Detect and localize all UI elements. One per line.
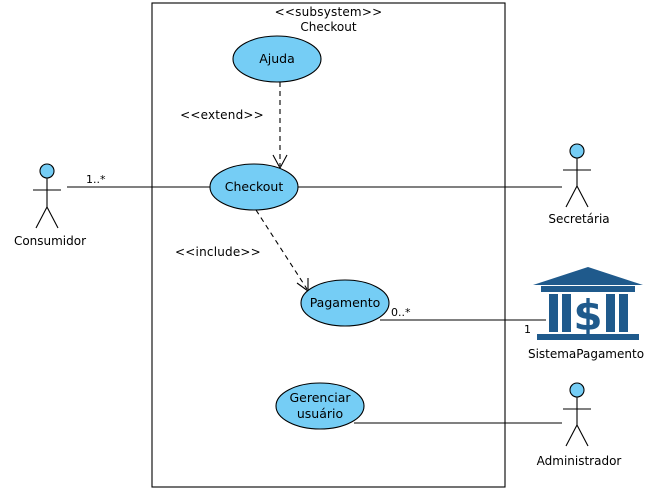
actor-secretaria-label: Secretária: [548, 212, 609, 226]
use-case-checkout[interactable]: Checkout: [209, 163, 299, 211]
use-case-gerenciar-usuario[interactable]: Gerenciar usuário: [275, 382, 365, 430]
use-case-gerenciar-label-line1: Gerenciar: [290, 390, 352, 405]
actor-administrador-label: Administrador: [537, 454, 622, 468]
actor-consumidor-label: Consumidor: [14, 234, 86, 248]
use-case-checkout-label: Checkout: [225, 179, 284, 194]
actor-sistema-pagamento[interactable]: $ SistemaPagamento: [528, 267, 644, 361]
subsystem-stereotype: <<subsystem>>: [275, 5, 383, 19]
include-label: <<include>>: [175, 245, 261, 259]
actor-secretaria[interactable]: Secretária: [548, 143, 610, 226]
use-case-ajuda-label: Ajuda: [259, 51, 295, 66]
multiplicity-consumidor: 1..*: [86, 173, 106, 186]
include-dependency: [255, 209, 308, 290]
actor-administrador[interactable]: Administrador: [537, 382, 622, 468]
actor-sistema-pagamento-label: SistemaPagamento: [528, 347, 644, 361]
extend-label: <<extend>>: [180, 108, 264, 122]
subsystem-name: Checkout: [300, 20, 356, 34]
bank-building-dollar-icon: $: [533, 267, 643, 340]
use-case-gerenciar-label-line2: usuário: [297, 406, 343, 421]
use-case-ajuda[interactable]: Ajuda: [232, 35, 322, 83]
actor-consumidor[interactable]: Consumidor: [14, 163, 86, 248]
multiplicity-sistema: 1: [524, 323, 531, 336]
svg-text:$: $: [573, 291, 602, 340]
use-case-pagamento-label: Pagamento: [310, 295, 381, 310]
use-case-pagamento[interactable]: Pagamento: [300, 279, 390, 327]
multiplicity-pagamento: 0..*: [391, 306, 411, 319]
